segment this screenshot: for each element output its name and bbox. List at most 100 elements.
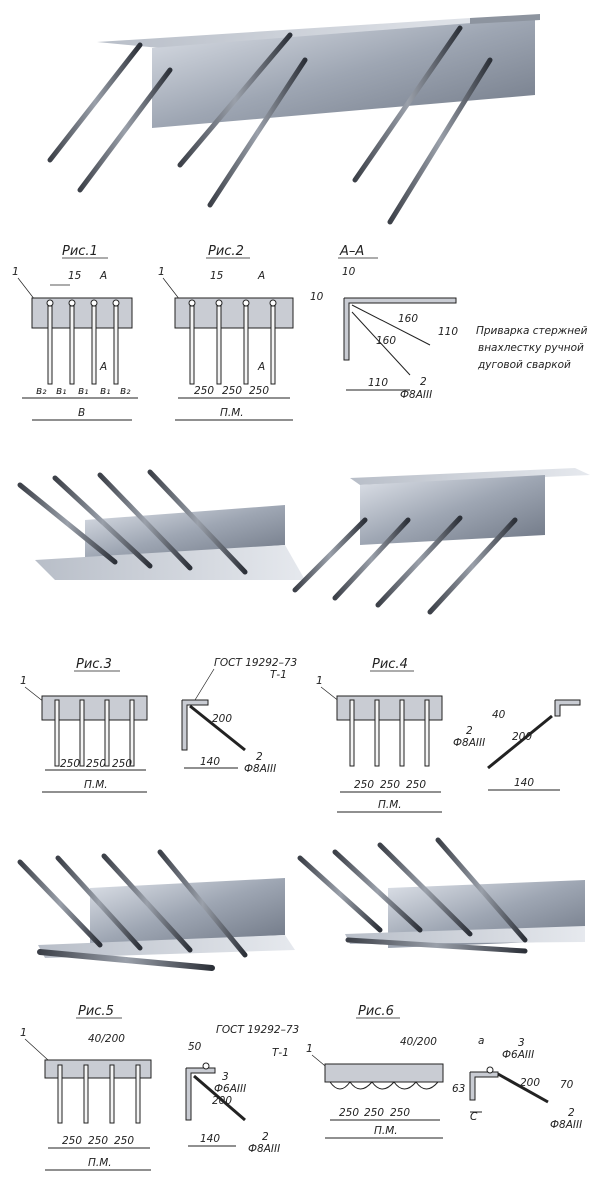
fig-6-dim-250-a: 250: [339, 1107, 359, 1119]
fig-6-dim-pm: П.М.: [374, 1125, 398, 1137]
fig-6-dim-250-b: 250: [364, 1107, 384, 1119]
render-row4-left: [17, 849, 295, 971]
fig-3-section-gost: ГОСТ 19292–73: [214, 657, 297, 669]
fig-2-item-1: 1: [158, 265, 165, 278]
section-a-a: А–А 10 10 160 160 110 110 2 Ф8AIII Прива…: [310, 244, 588, 401]
section-a-a-dim-110-h: 110: [368, 377, 388, 389]
section-a-a-dim-10-top: 10: [342, 266, 356, 278]
fig-1: Рис.1 1 15 A A в₂ в₁ в₁ в₁ в₂ В: [12, 244, 138, 421]
fig-6-section: а 3 Ф6AIII 63 200 70 С 2 Ф8AIII: [452, 1035, 582, 1131]
note-line-2: внахлестку ручной: [478, 342, 584, 354]
render-row2-left: [17, 469, 305, 580]
fig-4-title: Рис.4: [372, 657, 408, 672]
fig-1-section-a-bottom: A: [99, 361, 107, 373]
render-row4-right: [297, 837, 585, 954]
fig-5-dim-pm: П.М.: [88, 1157, 112, 1169]
fig-4-section-dim-140: 140: [514, 777, 534, 789]
fig-2-section-a-bottom: A: [257, 361, 265, 373]
section-a-a-dim-10-side: 10: [310, 291, 324, 303]
fig-2-dim-250-c: 250: [249, 385, 269, 397]
fig-6-section-item-2: 2: [568, 1107, 575, 1119]
fig-1-section-a-top: A: [99, 270, 107, 282]
fig-6-weld-note: 40/200: [400, 1036, 437, 1048]
fig-6: Рис.6 1 40/200 250 250 250 П.М.: [306, 1004, 444, 1139]
fig-5-section-type: Т-1: [272, 1047, 289, 1059]
fig-2-section-a-top: A: [257, 270, 265, 282]
fig-2-dim-15: 15: [210, 270, 224, 282]
fig-5-section-item-3: 3: [222, 1071, 229, 1083]
fig-3: Рис.3 1 250 250 250 П.М.: [20, 657, 148, 793]
fig-3-dim-250-c: 250: [112, 758, 132, 770]
fig-1-dim-b1-a: в₁: [56, 385, 66, 397]
fig-3-title: Рис.3: [76, 657, 112, 672]
fig-1-dim-b1-b: в₁: [78, 385, 88, 397]
fig-3-dim-250-b: 250: [86, 758, 106, 770]
fig-1-dim-b1-c: в₁: [100, 385, 110, 397]
fig-1-dim-b2-left: в₂: [36, 385, 47, 397]
fig-5-dim-250-b: 250: [88, 1135, 108, 1147]
fig-5-section-dim-140: 140: [200, 1133, 220, 1145]
fig-5-section-dim-50: 50: [188, 1041, 202, 1053]
fig-4-section: 40 200 2 Ф8AIII 140: [453, 699, 581, 791]
fig-3-dim-250-a: 250: [60, 758, 80, 770]
fig-3-section-type: Т-1: [270, 669, 287, 681]
fig-4: Рис.4 1 250 250 250 П.М.: [316, 657, 443, 813]
fig-6-section-item-3: 3: [518, 1037, 525, 1049]
fig-5-section-dim-200: 200: [212, 1095, 232, 1107]
fig-1-item-1: 1: [12, 265, 19, 278]
section-a-a-rebar: Ф8AIII: [400, 389, 432, 401]
fig-5-dim-250-c: 250: [114, 1135, 134, 1147]
fig-4-dim-250-c: 250: [406, 779, 426, 791]
fig-4-section-dim-200: 200: [512, 731, 532, 743]
fig-2-dim-250-b: 250: [222, 385, 242, 397]
fig-6-section-dim-70: 70: [560, 1079, 574, 1091]
fig-3-section-item-2: 2: [256, 751, 263, 763]
fig-5-dim-250-a: 250: [62, 1135, 82, 1147]
fig-6-section-dim-200: 200: [520, 1077, 540, 1089]
note-line-1: Приварка стержней: [476, 325, 588, 337]
fig-4-section-rebar: Ф8AIII: [453, 737, 485, 749]
fig-3-section-rebar: Ф8AIII: [244, 763, 276, 775]
fig-2-dim-pm: П.М.: [220, 407, 244, 419]
render-row2-right: [292, 468, 590, 615]
fig-2-dim-250-a: 250: [194, 385, 214, 397]
fig-6-dim-250-c: 250: [390, 1107, 410, 1119]
fig-6-section-rebar-3: Ф6AIII: [502, 1049, 534, 1061]
fig-5-section-rebar-2: Ф8AIII: [248, 1143, 280, 1155]
fig-6-section-dim-a: а: [478, 1035, 484, 1047]
fig-5-weld-note: 40/200: [88, 1033, 125, 1045]
render-top-embed: [47, 14, 540, 225]
fig-3-section-dim-140: 140: [200, 756, 220, 768]
fig-3-dim-pm: П.М.: [84, 779, 108, 791]
fig-6-title: Рис.6: [358, 1004, 394, 1019]
section-a-a-dim-160-b: 160: [376, 335, 396, 347]
section-a-a-title: А–А: [339, 244, 364, 259]
fig-6-section-rebar-2: Ф8AIII: [550, 1119, 582, 1131]
fig-6-item-1: 1: [306, 1042, 313, 1055]
fig-6-section-dim-c: С: [470, 1111, 478, 1123]
fig-4-dim-250-b: 250: [380, 779, 400, 791]
fig-3-section: ГОСТ 19292–73 Т-1 200 140 2 Ф8AIII: [181, 657, 297, 775]
fig-1-title: Рис.1: [62, 244, 98, 259]
fig-3-item-1: 1: [20, 674, 27, 687]
fig-5-section-rebar-3: Ф6AIII: [214, 1083, 246, 1095]
fig-5-section-gost: ГОСТ 19292–73: [216, 1024, 299, 1036]
fig-2: Рис.2 1 15 A A 250 250 250 П.М.: [158, 244, 294, 421]
fig-5-section-item-2: 2: [262, 1131, 269, 1143]
fig-4-dim-pm: П.М.: [378, 799, 402, 811]
fig-4-section-item-2: 2: [466, 725, 473, 737]
fig-5-section: ГОСТ 19292–73 Т-1 50 3 Ф6AIII 200 140 2 …: [185, 1024, 299, 1155]
fig-5-title: Рис.5: [78, 1004, 114, 1019]
fig-4-item-1: 1: [316, 674, 323, 687]
section-a-a-item-2: 2: [420, 376, 427, 388]
fig-2-title: Рис.2: [208, 244, 244, 259]
fig-5-item-1: 1: [20, 1026, 27, 1039]
fig-1-dim-15: 15: [68, 270, 82, 282]
fig-3-section-dim-200: 200: [212, 713, 232, 725]
fig-6-section-dim-63: 63: [452, 1083, 465, 1095]
fig-4-section-dim-40: 40: [492, 709, 506, 721]
fig-1-dim-b2-right: в₂: [120, 385, 131, 397]
fig-5: Рис.5 1 40/200 250 250 250 П.М.: [20, 1004, 152, 1171]
